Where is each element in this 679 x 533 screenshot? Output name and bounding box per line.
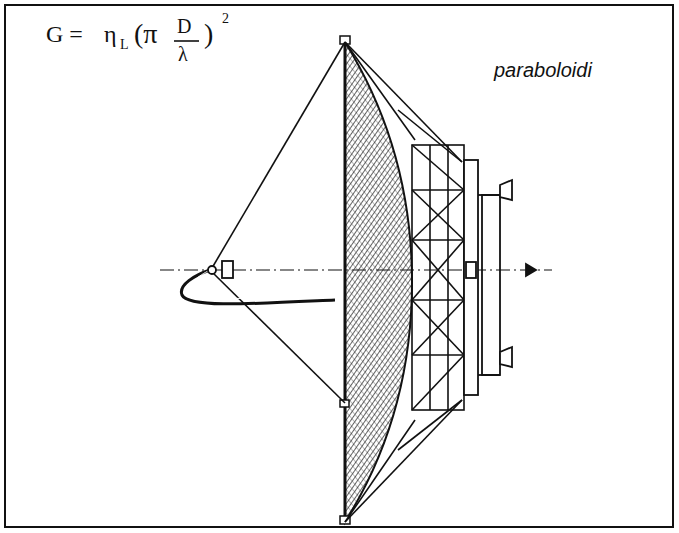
formula-exponent: 2 — [222, 12, 229, 26]
mount — [464, 160, 536, 395]
formula-numerator: D — [177, 16, 191, 36]
feed-struts — [212, 42, 345, 522]
formula-text: ) — [204, 20, 213, 48]
formula-denominator: λ — [178, 44, 188, 64]
back-truss — [345, 42, 464, 522]
formula-text: G = — [46, 22, 83, 46]
formula-symbol: η — [104, 22, 117, 46]
formula-subscript: L — [120, 38, 129, 52]
frame — [5, 5, 673, 527]
feed-horn — [181, 261, 335, 304]
antenna-type-label: paraboloidi — [494, 60, 592, 80]
dish-rim — [344, 42, 347, 522]
formula-text: (π — [134, 20, 157, 48]
fraction-bar — [174, 40, 199, 42]
